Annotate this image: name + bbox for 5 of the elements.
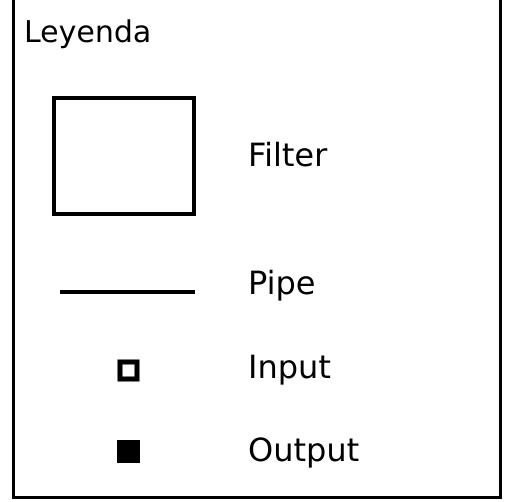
legend-title: Leyenda <box>24 18 152 48</box>
legend-label: Input <box>248 351 331 383</box>
legend-label: Pipe <box>248 267 316 299</box>
legend-label: Filter <box>248 139 328 171</box>
legend-label: Output <box>248 434 360 466</box>
